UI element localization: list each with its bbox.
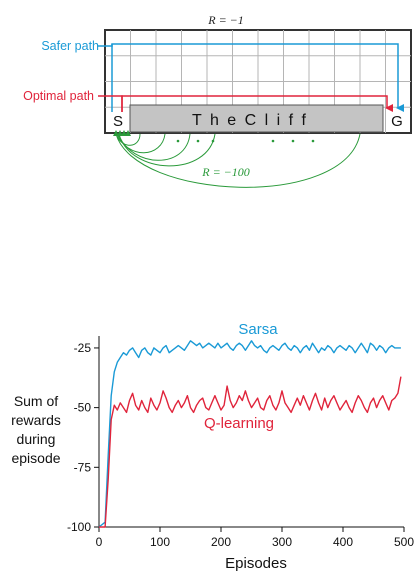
- cliff-ellipsis-dots: [176, 139, 315, 143]
- cliff-arrowhead: [121, 130, 127, 136]
- ellipsis-dot: [271, 139, 275, 143]
- y-axis-title-line: Sum of: [14, 393, 58, 409]
- safer-path-line: [98, 43, 404, 112]
- x-tick-label: 400: [333, 535, 353, 549]
- chart-axes: -100 -75 -50 -25 0 100 200 300 400 500: [67, 336, 414, 549]
- safer-path-label: Safer path: [41, 39, 99, 53]
- y-axis-title-line: during: [17, 431, 56, 447]
- ellipsis-dot: [176, 139, 180, 143]
- ellipsis-dot: [291, 139, 295, 143]
- goal-cell-label: G: [391, 113, 403, 130]
- x-tick-label: 500: [394, 535, 414, 549]
- optimal-path-line: [121, 95, 393, 112]
- y-tick-label: -100: [67, 520, 91, 534]
- optimal-path-label: Optimal path: [23, 89, 94, 103]
- reward-cliff-label: R = −100: [201, 165, 250, 179]
- y-tick-label: -25: [74, 341, 92, 355]
- ellipsis-dot: [211, 139, 215, 143]
- cliff-arc-1: [115, 133, 141, 146]
- series-line-sarsa: [98, 340, 401, 528]
- series-line-q-learning: [99, 376, 402, 528]
- x-axis-title: Episodes: [225, 555, 287, 572]
- x-tick-label: 200: [211, 535, 231, 549]
- ellipsis-dot: [196, 139, 200, 143]
- cliff-arrowhead: [125, 130, 131, 136]
- cliff-grid-diagram: R = −1 T h e C l i f f S G Safer path Op…: [23, 13, 412, 188]
- y-tick-label: -50: [74, 401, 92, 415]
- cliff-arc-3: [117, 133, 191, 161]
- cliff-arrowhead: [117, 130, 123, 136]
- start-cell-label: S: [113, 113, 123, 130]
- x-tick-label: 100: [150, 535, 170, 549]
- optimal-path-stub: [98, 95, 123, 112]
- legend-label-q-learning: Q-learning: [204, 415, 274, 432]
- y-axis-title-line: rewards: [11, 412, 61, 428]
- x-tick-label: 300: [272, 535, 292, 549]
- x-tick-label: 0: [96, 535, 103, 549]
- legend-label-sarsa: Sarsa: [238, 321, 278, 338]
- cliff-arc-4: [118, 133, 216, 167]
- reward-chart: -100 -75 -50 -25 0 100 200 300 400 500 Sarsa Q-le…: [11, 321, 414, 572]
- cliff-arc-arrowheads: [113, 130, 131, 136]
- y-axis-title: Sum of rewards during episode: [11, 393, 61, 466]
- ellipsis-dot: [311, 139, 315, 143]
- chart-series: [98, 340, 402, 528]
- cliff-return-arcs: [115, 133, 361, 188]
- cliff-arc-2: [116, 133, 166, 154]
- cliff-region: [129, 104, 384, 133]
- reward-step-label: R = −1: [207, 13, 244, 27]
- cliff-arrowhead: [113, 130, 119, 136]
- cliff-arc-5: [115, 133, 361, 188]
- y-axis-title-line: episode: [11, 450, 60, 466]
- y-tick-label: -75: [74, 460, 92, 474]
- cliff-label: T h e C l i f f: [192, 112, 308, 129]
